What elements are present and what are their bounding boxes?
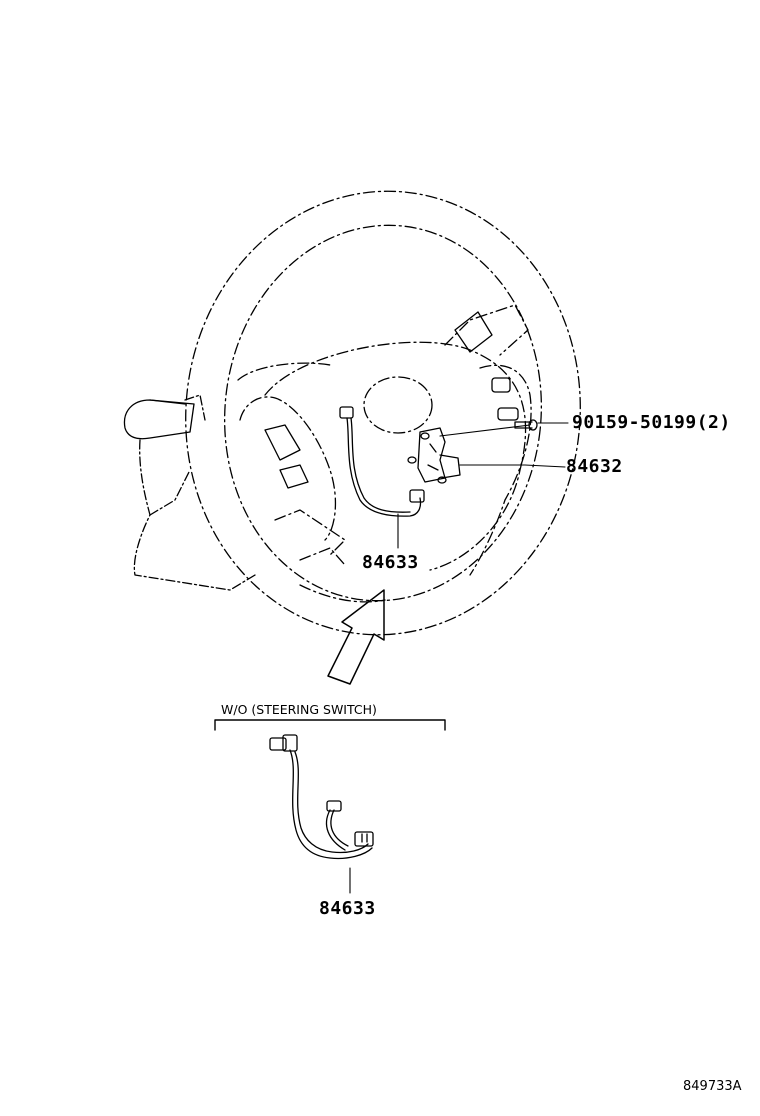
wire-harness-84633-alt: [270, 735, 373, 858]
callout-switch: 84632: [566, 456, 623, 477]
callout-bolt: 90159-50199(2): [572, 412, 731, 433]
steering-wheel-rim: [164, 172, 602, 655]
steering-column: [124, 395, 255, 590]
callout-wire-alt: 84633: [319, 898, 376, 919]
steering-wheel-hub: [238, 305, 531, 602]
wire-harness-84633: [340, 407, 424, 516]
variant-bracket: [215, 720, 445, 730]
view-arrow: [328, 590, 384, 684]
steering-switch-84632: [408, 428, 460, 483]
variant-note: W/O (STEERING SWITCH): [221, 702, 377, 717]
figure-code: 849733A: [683, 1079, 742, 1094]
callout-wire-main: 84633: [362, 552, 419, 573]
leader-lines: [350, 423, 568, 893]
